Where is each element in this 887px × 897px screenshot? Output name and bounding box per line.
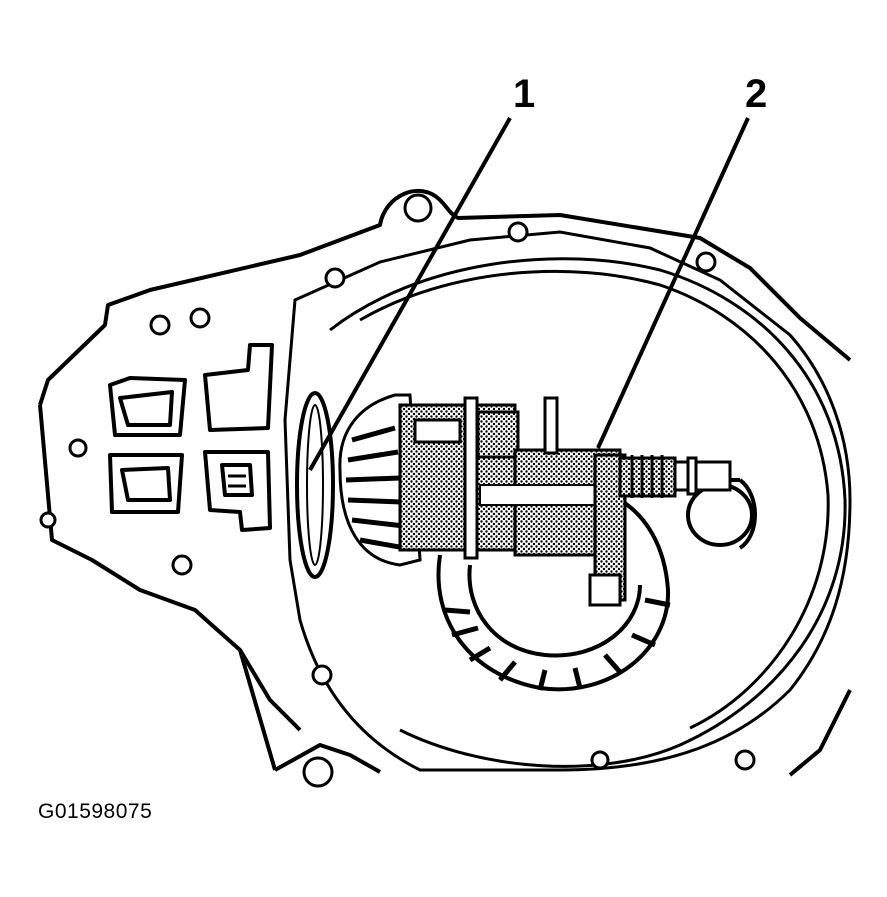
flange-outline <box>283 230 852 772</box>
case-housing <box>38 188 852 777</box>
callout-label-2: 2 <box>745 72 768 116</box>
leader-lines <box>308 117 750 471</box>
figure-id-label: G01598075 <box>38 800 153 823</box>
filter-assembly <box>338 393 732 607</box>
valve-body-passages <box>108 343 274 532</box>
oval-seal <box>295 391 335 579</box>
pump-ring <box>436 498 671 692</box>
leader-line-1 <box>308 117 512 471</box>
bolt-holes <box>39 193 756 788</box>
callout-label-1: 1 <box>513 72 536 116</box>
leader-line-2 <box>596 117 750 449</box>
